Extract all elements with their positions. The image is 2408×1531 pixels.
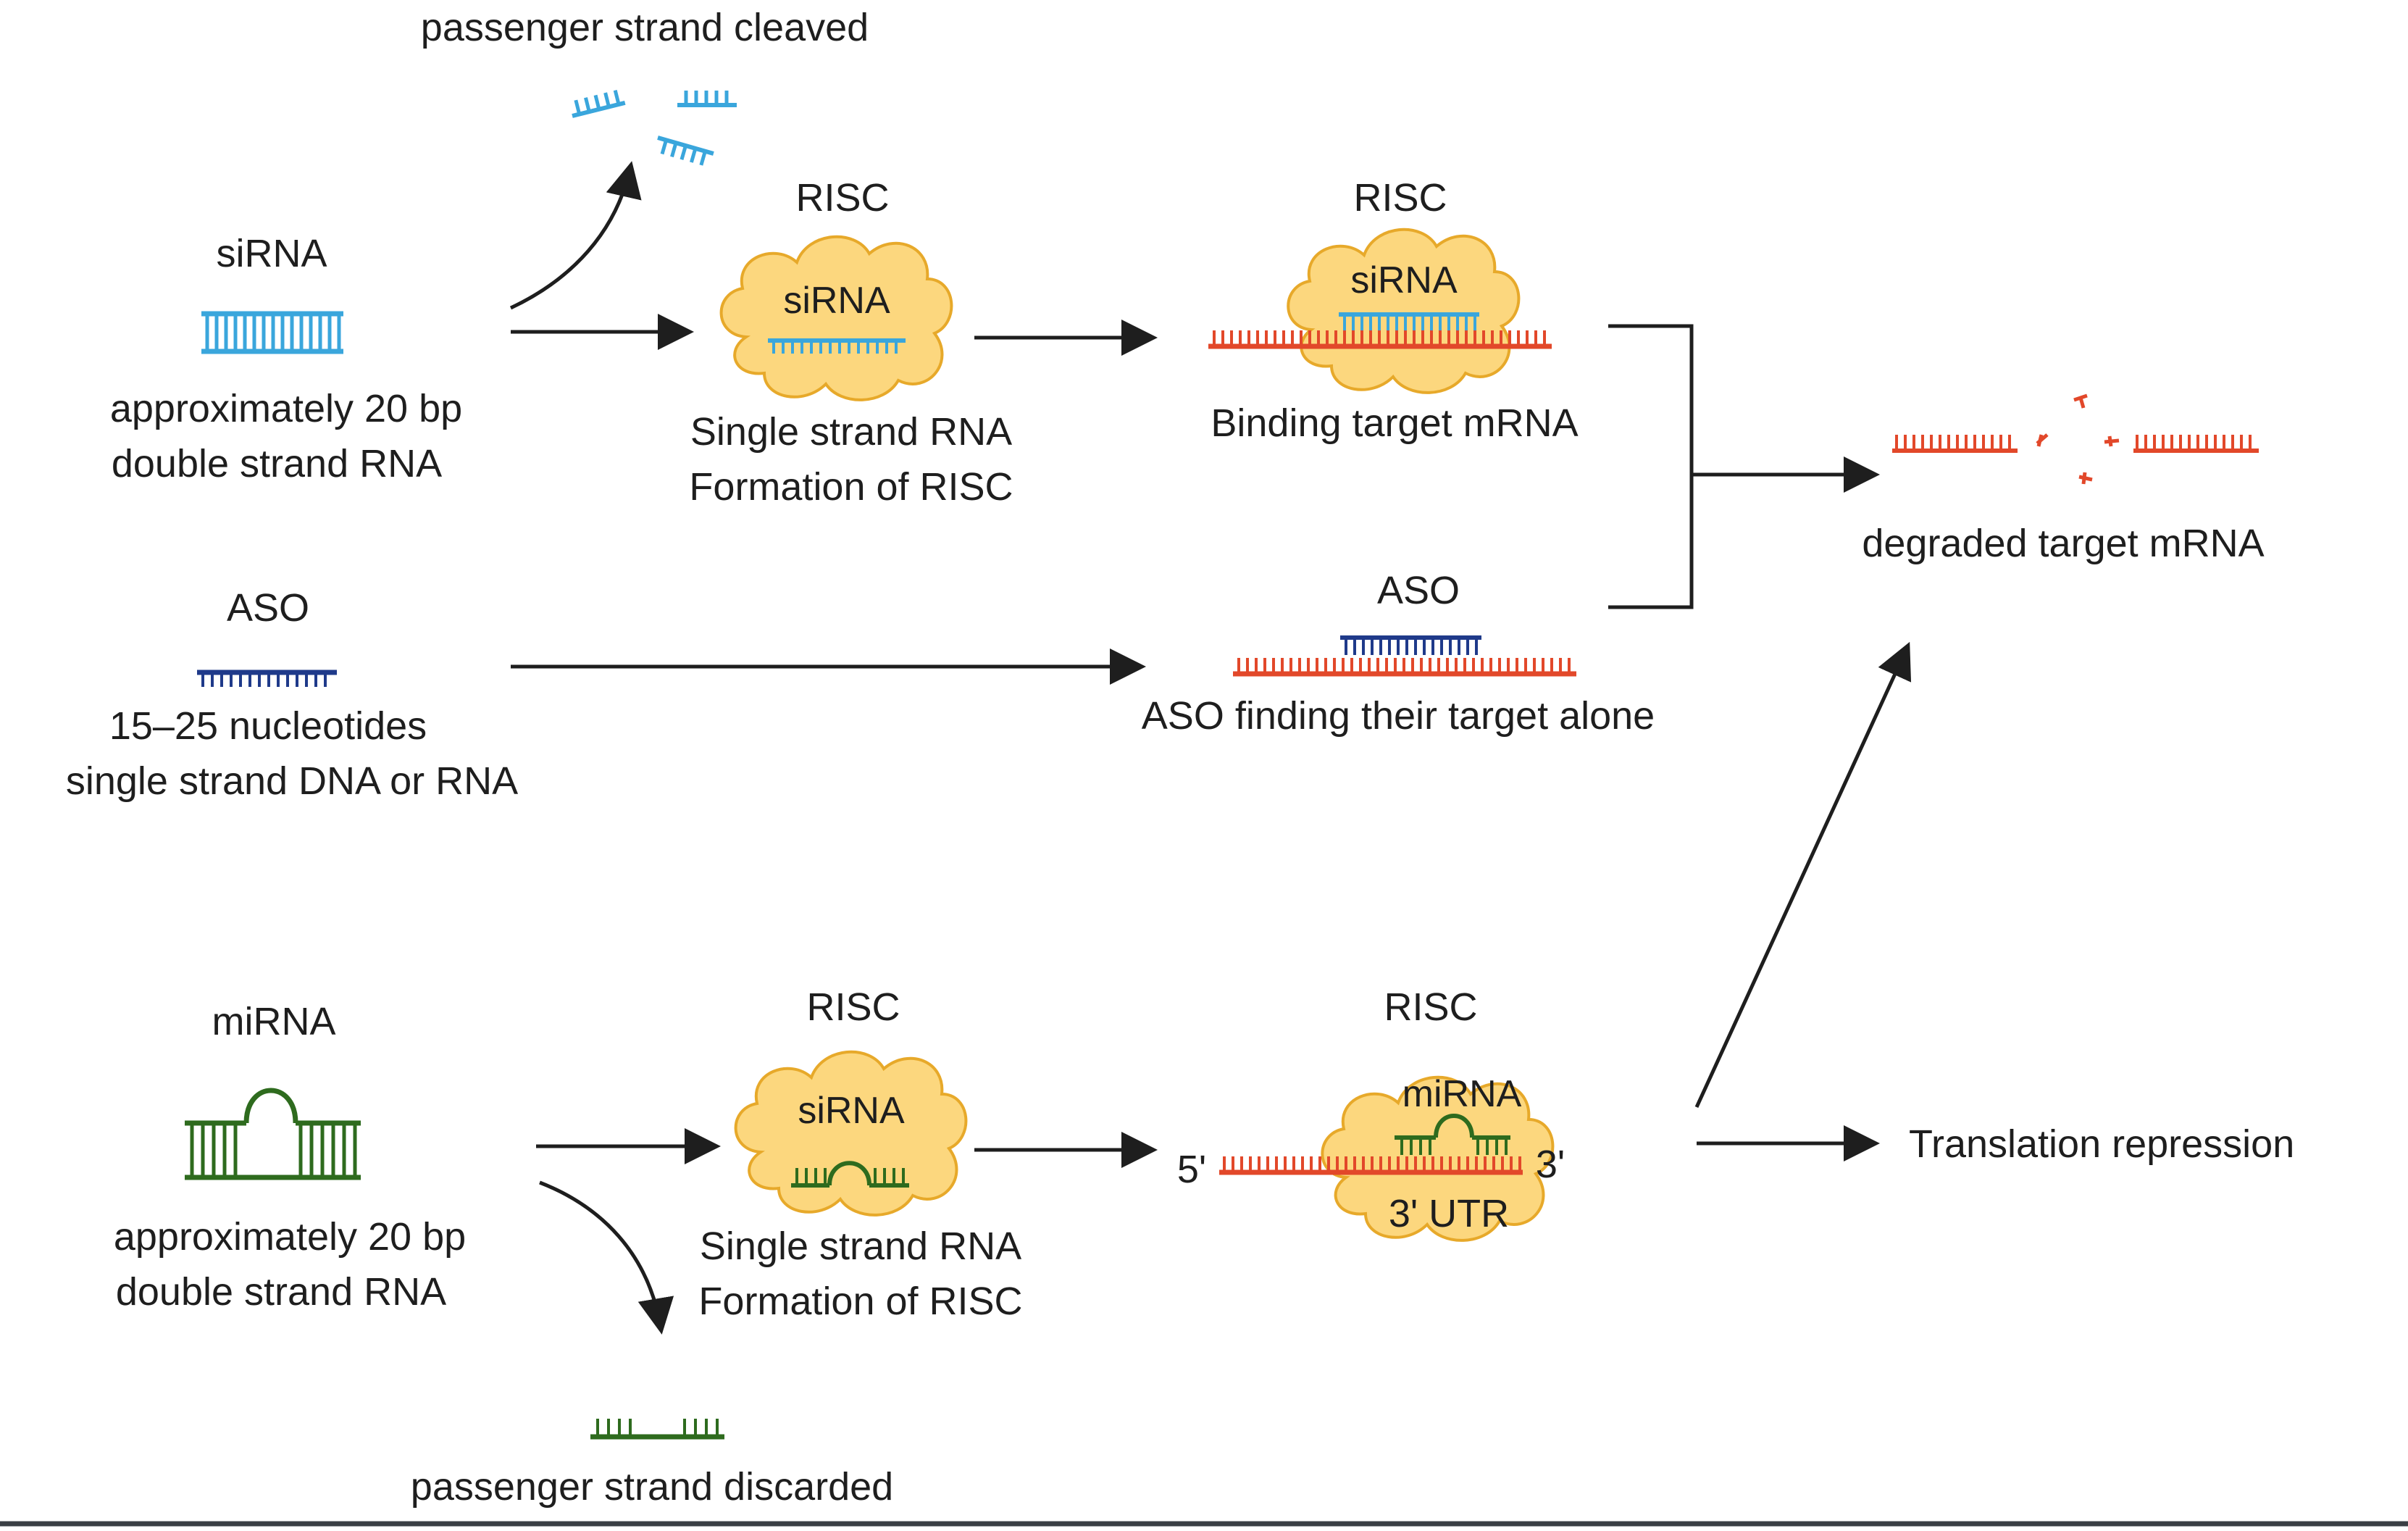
utr-label: 3' UTR <box>1389 1192 1509 1235</box>
sirna-risc2-inner-label: siRNA <box>1350 259 1458 301</box>
merge-bracket <box>1608 324 1694 609</box>
sirna-step2-line2: Formation of RISC <box>689 465 1013 509</box>
mirna-passenger-label: passenger strand discarded <box>411 1465 893 1509</box>
degraded-mrna-fragment <box>2133 435 2259 453</box>
risc-complex <box>719 235 953 401</box>
sirna-desc-line1: approximately 20 bp <box>110 387 462 430</box>
five-prime-label: 5' <box>1177 1148 1206 1191</box>
arrow-to-passenger-cleaved <box>509 161 642 310</box>
mirna-desc-line2: double strand RNA <box>116 1270 446 1314</box>
mirna-risc2-inner-label: miRNA <box>1402 1073 1522 1115</box>
mirna-desc-line1: approximately 20 bp <box>114 1215 466 1259</box>
arrow-to-passenger-discarded <box>539 1180 674 1335</box>
target-mrna <box>1233 658 1576 677</box>
sirna-step2-line1: Single strand RNA <box>690 410 1012 454</box>
sirna-guide-strand <box>1339 312 1479 330</box>
aso-desc-line1: 15–25 nucleotides <box>109 704 427 748</box>
mirna-risc-inner-label: siRNA <box>798 1090 905 1132</box>
risc-complex <box>1287 228 1521 394</box>
mirna-passenger-strand <box>590 1419 724 1440</box>
aso-bound-strand <box>1340 635 1481 655</box>
target-mrna <box>1208 330 1552 349</box>
arrow-mirna-to-degraded <box>1694 641 1912 1109</box>
mirna-guide-strand <box>791 1161 909 1188</box>
aso-title: ASO <box>227 586 309 630</box>
degraded-mrna-label: degraded target mRNA <box>1862 522 2264 565</box>
aso-step-label: ASO finding their target alone <box>1142 694 1655 738</box>
mirna-bound-strand <box>1395 1114 1510 1155</box>
aso-target-label: ASO <box>1377 569 1460 612</box>
sirna-guide-strand <box>768 338 906 354</box>
risc-complex <box>734 1050 968 1217</box>
mirna-step2-line2: Formation of RISC <box>698 1280 1022 1323</box>
sirna-desc-line2: double strand RNA <box>112 442 442 485</box>
sirna-risc-label: RISC <box>795 176 889 220</box>
mirna-risc-label: RISC <box>806 985 900 1029</box>
target-mrna-3utr <box>1219 1156 1523 1175</box>
mirna-step2-line1: Single strand RNA <box>700 1225 1021 1268</box>
mirna-risc2-label: RISC <box>1384 985 1477 1029</box>
aso-strand <box>197 669 337 687</box>
passenger-strand-fragment <box>572 90 626 118</box>
sirna-passenger-label: passenger strand cleaved <box>421 6 869 49</box>
passenger-strand-fragment <box>657 135 714 166</box>
sirna-title: siRNA <box>216 232 327 275</box>
aso-desc-line2: single strand DNA or RNA <box>66 759 518 803</box>
sirna-duplex <box>201 311 343 354</box>
sirna-risc2-label: RISC <box>1353 176 1447 220</box>
degraded-nucleotide-pieces <box>2036 393 2120 485</box>
three-prime-label: 3' <box>1536 1143 1565 1186</box>
mirna-title: miRNA <box>212 1000 336 1043</box>
mirna-hairpin-duplex <box>185 1088 361 1180</box>
degraded-mrna-fragment <box>1892 435 2018 453</box>
translation-repression-label: Translation repression <box>1909 1122 2294 1166</box>
sirna-step3-label: Binding target mRNA <box>1211 401 1578 445</box>
passenger-strand-fragment <box>677 91 737 107</box>
sirna-risc-inner-label: siRNA <box>783 280 890 322</box>
risc-complex <box>1321 1075 1555 1242</box>
